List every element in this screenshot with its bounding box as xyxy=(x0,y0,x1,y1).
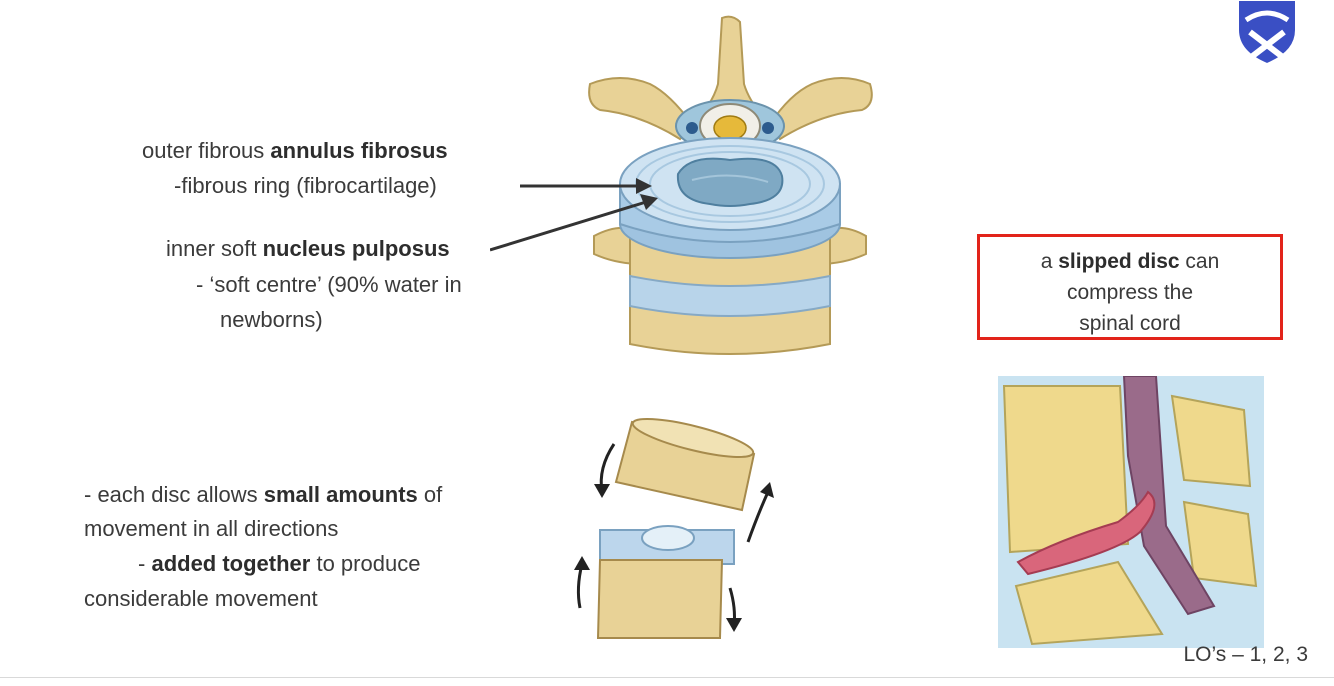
footer-divider xyxy=(0,677,1334,678)
annulus-prefix: outer fibrous xyxy=(142,138,271,163)
nucleus-label: inner soft nucleus pulposus xyxy=(166,232,450,266)
nucleus-description-cont: newborns) xyxy=(220,307,323,332)
disc-movement-illustration xyxy=(574,418,774,639)
movement-line-1: - each disc allows small amounts of xyxy=(84,478,442,512)
annulus-description: -fibrous ring (fibrocartilage) xyxy=(174,173,437,198)
slipped-disc-callout: a slipped disc can compress the spinal c… xyxy=(977,234,1283,340)
annulus-bold: annulus fibrosus xyxy=(270,138,448,163)
university-shield-logo xyxy=(1237,0,1297,66)
callout-l1-bold: slipped disc xyxy=(1058,250,1180,273)
movement-l1-bold: small amounts xyxy=(263,482,418,507)
movement-line-4: considerable movement xyxy=(84,586,318,611)
nucleus-bold: nucleus pulposus xyxy=(262,236,450,261)
nucleus-prefix: inner soft xyxy=(166,236,263,261)
movement-l3-prefix: - xyxy=(138,551,152,576)
callout-l1-prefix: a xyxy=(1040,250,1059,273)
annulus-label: outer fibrous annulus fibrosus xyxy=(142,134,448,168)
movement-l1-suffix: of xyxy=(417,482,443,507)
callout-line-3: spinal cord xyxy=(1079,312,1181,335)
slipped-disc-illustration xyxy=(998,376,1264,648)
movement-l3-bold: added together xyxy=(151,551,311,576)
callout-line-2: compress the xyxy=(1066,281,1194,304)
callout-line-1: a slipped disc can xyxy=(980,246,1280,277)
vertebra-disc-illustration xyxy=(588,15,873,355)
movement-line-3: - added together to produce xyxy=(138,547,420,581)
movement-l3-suffix: to produce xyxy=(310,551,421,576)
annotation-arrows xyxy=(490,178,658,252)
slide-title-fragment xyxy=(110,0,340,2)
movement-l1-prefix: - each disc allows xyxy=(84,482,264,507)
learning-outcomes-label: LO’s – 1, 2, 3 xyxy=(1183,643,1308,666)
movement-line-2: movement in all directions xyxy=(84,516,339,541)
callout-l1-suffix: can xyxy=(1179,250,1220,273)
nucleus-description: - ‘soft centre’ (90% water in xyxy=(196,272,462,297)
